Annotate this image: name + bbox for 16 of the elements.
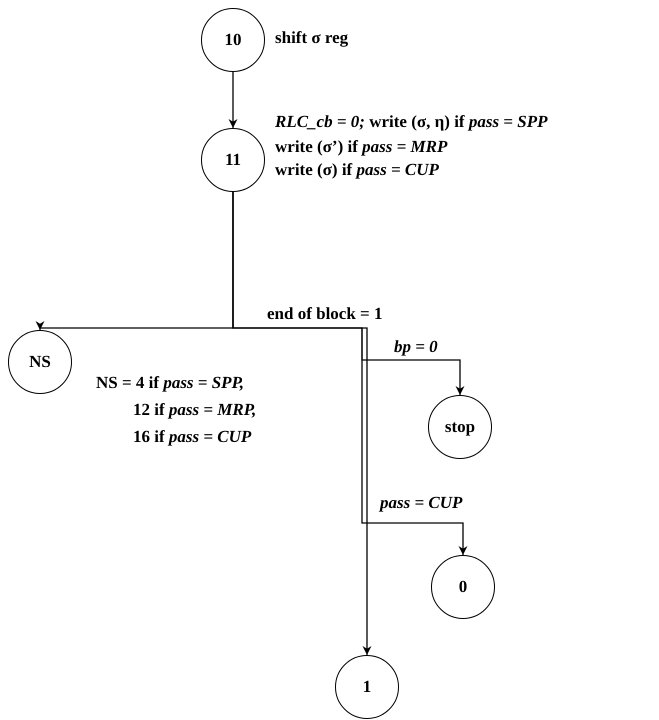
state-label: 1 (362, 677, 372, 697)
action-text: 12 if pass = MRP, (133, 400, 256, 420)
arrow (228, 72, 238, 128)
action-text: 16 if pass = CUP (133, 427, 252, 447)
edge-label: bp = 0 (392, 337, 440, 357)
state-label: 10 (224, 30, 242, 50)
action-text: write (σ) if pass = CUP (275, 160, 439, 180)
action-text: RLC_cb = 0; write (σ, η) if pass = SPP (275, 112, 548, 132)
state-label: stop (444, 417, 476, 437)
action-text: shift σ reg (275, 28, 348, 48)
action-text: NS = 4 if pass = SPP, (96, 373, 244, 393)
state-label: 11 (224, 150, 242, 170)
action-text: write (σ’) if pass = MRP (275, 137, 448, 157)
arrow (232, 192, 372, 655)
state-label: NS (29, 352, 51, 372)
state-label: 0 (458, 577, 468, 597)
